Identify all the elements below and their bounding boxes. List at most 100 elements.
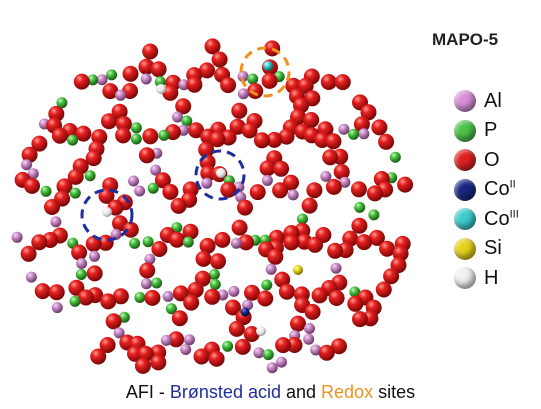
oxygen-atom (112, 288, 129, 305)
oxygen-atom (274, 271, 291, 288)
oxygen-atom (199, 237, 216, 254)
phosphorus-atom (181, 115, 193, 127)
oxygen-atom (350, 181, 367, 198)
oxygen-atom (134, 357, 151, 374)
oxygen-atom (73, 73, 90, 90)
phosphorus-atom (142, 236, 154, 248)
oxygen-atom (111, 103, 128, 120)
oxygen-atom (286, 337, 303, 353)
oxygen-atom (360, 104, 377, 121)
cobalt-iii-atom (263, 61, 273, 71)
oxygen-atom (371, 119, 388, 136)
redox-site-marker (239, 46, 291, 98)
oxygen-atom (375, 281, 392, 298)
oxygen-atom (231, 219, 248, 236)
phosphorus-atom (147, 182, 159, 194)
oxygen-atom (225, 299, 241, 316)
legend-item-si: Si (454, 235, 502, 263)
oxygen-atom (272, 182, 289, 199)
aluminium-atom (51, 302, 63, 314)
oxygen-atom (31, 135, 48, 152)
caption-middle: and (280, 382, 322, 402)
oxygen-atom (138, 147, 155, 164)
oxygen-atom (210, 253, 226, 270)
aluminium-atom (21, 159, 32, 171)
oxygen-atom (352, 311, 368, 328)
oxygen-atom (356, 234, 373, 251)
silicon-atom (293, 265, 303, 275)
oxygen-atom (322, 149, 339, 166)
oxygen-atom (320, 74, 337, 90)
oxygen-atom (331, 338, 347, 355)
aluminium-atom (140, 73, 152, 85)
phosphorus-atom (165, 303, 177, 315)
phosphorus-atom (40, 185, 52, 197)
oxygen-atom (231, 102, 248, 119)
phosphorus-atom (69, 187, 81, 199)
caption-redox: Redox (321, 382, 374, 402)
oxygen-atom (139, 262, 156, 279)
oxygen-atom (187, 281, 204, 298)
aluminium-atom (110, 228, 122, 240)
oxygen-atom (75, 125, 92, 142)
oxygen-atom (234, 338, 251, 355)
oxygen-atom (71, 244, 88, 261)
caption-prefix: AFI - (125, 382, 170, 402)
aluminium-atom (27, 168, 39, 180)
legend-label: H (484, 266, 499, 289)
oxygen-atom (24, 177, 40, 194)
oxygen-atom (366, 185, 383, 202)
oxygen-atom (90, 348, 107, 365)
legend-label: P (484, 119, 498, 141)
oxygen-atom (162, 183, 179, 200)
phosphorus-atom (261, 279, 273, 291)
aluminium-atom (228, 285, 240, 297)
phosphorus-atom (209, 279, 221, 290)
aluminium-atom (183, 334, 195, 346)
oxygen-atom (311, 287, 328, 304)
aluminium-atom (134, 185, 146, 197)
legend-label: CoIII (484, 207, 519, 230)
oxygen-atom (253, 132, 270, 149)
caption-bronsted-acid: Brønsted acid (169, 382, 281, 402)
oxygen-atom (290, 315, 306, 332)
oxygen-atom (353, 116, 370, 133)
oxygen-atom (243, 326, 260, 342)
oxygen-atom (327, 242, 344, 259)
oxygen-atom (56, 178, 73, 195)
bronsted-acid-site-marker (194, 149, 246, 201)
oxygen-atom (261, 72, 278, 89)
phosphorus-atom (368, 209, 380, 221)
oxygen-atom (199, 62, 215, 79)
oxygen-atom (77, 289, 94, 306)
oxygen-atom (237, 199, 253, 216)
oxygen-atom (301, 197, 318, 214)
oxygen-atom (247, 83, 264, 99)
oxygen-atom (150, 354, 167, 371)
oxygen-atom (368, 229, 385, 246)
oxygen-atom (44, 199, 60, 215)
oxygen-atom (297, 77, 314, 94)
aluminium-atom (303, 333, 315, 345)
oxygen-atom (383, 268, 400, 285)
oxygen-atom (170, 197, 187, 214)
phosphorus-atom (130, 133, 142, 145)
oxygen-atom (220, 181, 237, 198)
legend-swatch (454, 119, 476, 142)
oxygen-atom (204, 38, 221, 55)
aluminium-atom (237, 88, 249, 100)
phosphorus-atom (130, 122, 142, 134)
oxygen-atom (144, 289, 161, 306)
caption-suffix: sites (373, 382, 416, 402)
phosphorus-atom (69, 295, 81, 307)
oxygen-atom (325, 178, 342, 195)
oxygen-atom (228, 320, 245, 337)
oxygen-atom (211, 51, 228, 68)
phosphorus-atom (67, 134, 78, 146)
oxygen-atom (105, 313, 122, 330)
oxygen-atom (175, 98, 192, 115)
oxygen-atom (379, 240, 396, 257)
oxygen-atom (172, 285, 189, 302)
oxygen-atom (67, 168, 84, 185)
aluminium-atom (89, 250, 100, 262)
